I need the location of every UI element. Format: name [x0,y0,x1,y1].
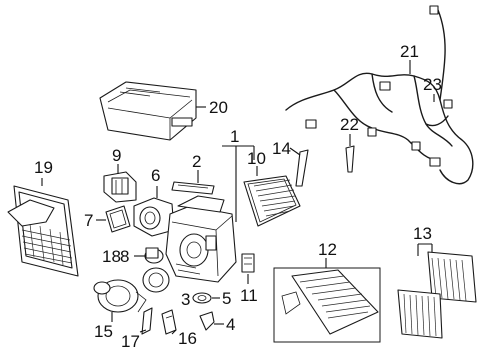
callout-11: 11 [240,286,258,305]
callout-20: 20 [209,98,228,117]
callout-15: 15 [94,322,113,341]
connector-11-part [241,253,255,273]
actuator-8-part [144,247,164,264]
wiring-harness-part [285,5,474,185]
callout-1: 1 [230,127,240,146]
frame-7-part [105,205,131,233]
clip-17-part [141,307,153,335]
callout-18: 18 [102,247,121,266]
cabin-filter-top-part [427,251,477,303]
evaporator-part [243,175,301,227]
heater-core-group-box [273,267,381,343]
seal-5-part [192,292,212,304]
heater-core-part [281,269,379,335]
sensor-14-part [295,149,309,187]
callout-13: 13 [413,224,432,243]
hvac-case-part [165,195,237,283]
callout-17: 17 [121,332,140,351]
cabin-filter-bottom-part [397,289,443,339]
resistor-16-part [161,309,177,335]
duct-9-part [103,171,137,203]
callout-21: 21 [400,42,419,61]
callout-5: 5 [222,289,232,308]
callout-2: 2 [192,152,202,171]
callout-12: 12 [318,240,337,259]
filter-housing-part [7,185,79,277]
callout-23: 23 [423,75,442,94]
callout-6: 6 [151,166,161,185]
callout-22: 22 [340,115,359,134]
blower-motor-part [93,267,170,313]
callout-8: 8 [120,247,130,266]
callout-16: 16 [178,329,197,348]
callout-10: 10 [247,149,266,168]
callout-19: 19 [34,158,53,177]
bracket-4-part [199,311,215,331]
callout-14: 14 [272,139,291,158]
callout-9: 9 [112,146,122,165]
upper-cover-part [99,81,197,141]
callout-4: 4 [226,315,236,334]
blower-inlet-part [133,197,175,237]
callout-3: 3 [181,290,191,309]
callout-7: 7 [84,211,94,230]
flap-2-part [171,181,215,195]
